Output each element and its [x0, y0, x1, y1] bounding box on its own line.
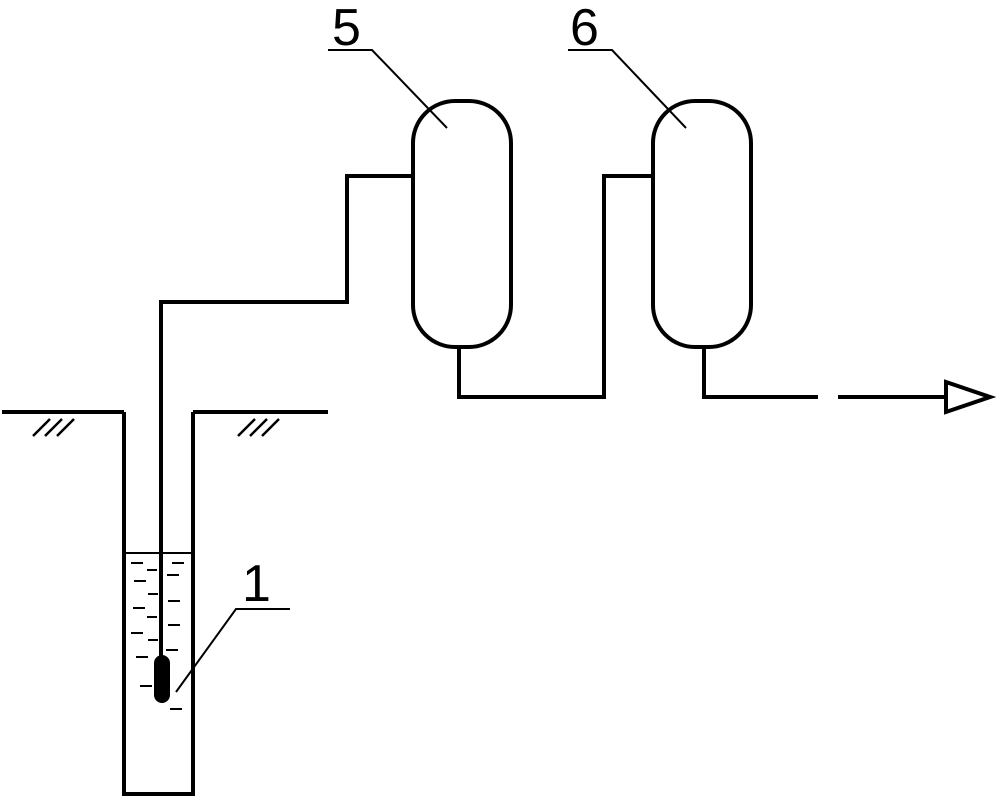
- leader-line-pump: [175, 608, 290, 693]
- pipe-pump-to-vessel-5: [159, 174, 413, 656]
- outlet-arrow-head: [944, 379, 996, 415]
- leader-line-vessel-5: [328, 49, 448, 129]
- vessel-6: [651, 99, 753, 349]
- ground-hatch-left: [32, 418, 75, 437]
- submersible-pump: [154, 655, 170, 703]
- label-vessel-6: 6: [570, 0, 599, 57]
- label-vessel-5: 5: [332, 0, 361, 57]
- leader-line-vessel-6: [568, 49, 687, 129]
- outlet-pipe: [702, 347, 818, 399]
- ground-hatch-right: [237, 418, 280, 437]
- water-dashes: [131, 562, 184, 710]
- ground-surface: [2, 410, 328, 437]
- pipe-vessel-5-to-vessel-6: [457, 174, 653, 399]
- vessel-5: [411, 99, 513, 349]
- label-pump: 1: [242, 555, 271, 613]
- well-shaft: [122, 412, 195, 796]
- water-in-well: [124, 552, 193, 710]
